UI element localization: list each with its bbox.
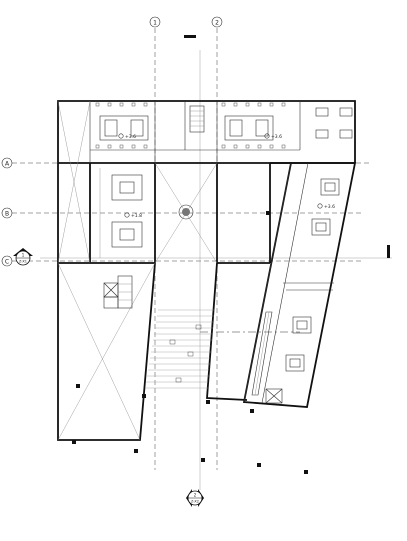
section-cut-mark-right: [387, 245, 390, 258]
right-wing-rooms: [285, 178, 340, 372]
center-left-room: [99, 168, 143, 258]
grid-label-2: 2: [215, 20, 219, 27]
grid-label-c: C: [5, 259, 9, 266]
section-symbol-1: 1 Z-X1: [13, 248, 33, 266]
wall-center-lower: [206, 262, 248, 401]
top-right-office: [315, 107, 353, 139]
elevator-core: [103, 275, 133, 309]
level-marker-center-left: +1.8: [124, 212, 142, 219]
section-number: 1: [22, 253, 25, 258]
void-crosses: [57, 100, 218, 441]
level-text: +1.8: [131, 213, 142, 219]
level-text: +3.6: [271, 134, 282, 140]
columns: [72, 211, 308, 474]
level-text: +3.6: [324, 204, 335, 210]
grid-bubble-a: A: [1, 157, 13, 169]
grid-bubble-1: 1: [149, 16, 161, 28]
level-marker-upper-right: +3.6: [264, 133, 282, 140]
table-group: [99, 115, 149, 141]
outer-wall-left-wing: [57, 262, 156, 441]
section-symbol-2: 2 Z-X2: [186, 489, 204, 507]
level-marker-right-wing: +3.6: [317, 203, 335, 210]
stair-core-bottom: [265, 388, 283, 404]
grid-bubble-c: C: [1, 255, 13, 267]
building-outline: [57, 100, 357, 441]
top-left-room: [99, 115, 149, 141]
grid-bubble-2: 2: [211, 16, 223, 28]
stair-core-top: [189, 105, 205, 133]
top-right-room: [224, 115, 274, 141]
level-text: +3.6: [125, 134, 136, 140]
section-sheet: Z-X2: [191, 500, 199, 504]
section-cut-mark-top: [184, 35, 196, 38]
grid-label-b: B: [5, 211, 9, 218]
outer-wall-top: [57, 100, 356, 263]
central-atrium-circle: [178, 204, 194, 220]
grid-label-a: A: [5, 161, 10, 168]
section-sheet: Z-X1: [19, 260, 27, 264]
grid-bubble-b: B: [1, 207, 13, 219]
grid-lines: [12, 28, 392, 490]
grand-stair: [145, 309, 214, 389]
grid-bubbles: 1 2 A B C: [1, 16, 223, 267]
section-number: 2: [194, 493, 197, 498]
right-wing-ramp: [251, 311, 273, 396]
grid-label-1: 1: [153, 20, 157, 27]
level-marker-upper-left: +3.6: [118, 133, 136, 140]
right-wing-inner-1: [243, 162, 292, 403]
table-group: [224, 115, 274, 141]
outer-wall-right-wing: [242, 162, 357, 408]
seating-row-top: [95, 102, 286, 149]
